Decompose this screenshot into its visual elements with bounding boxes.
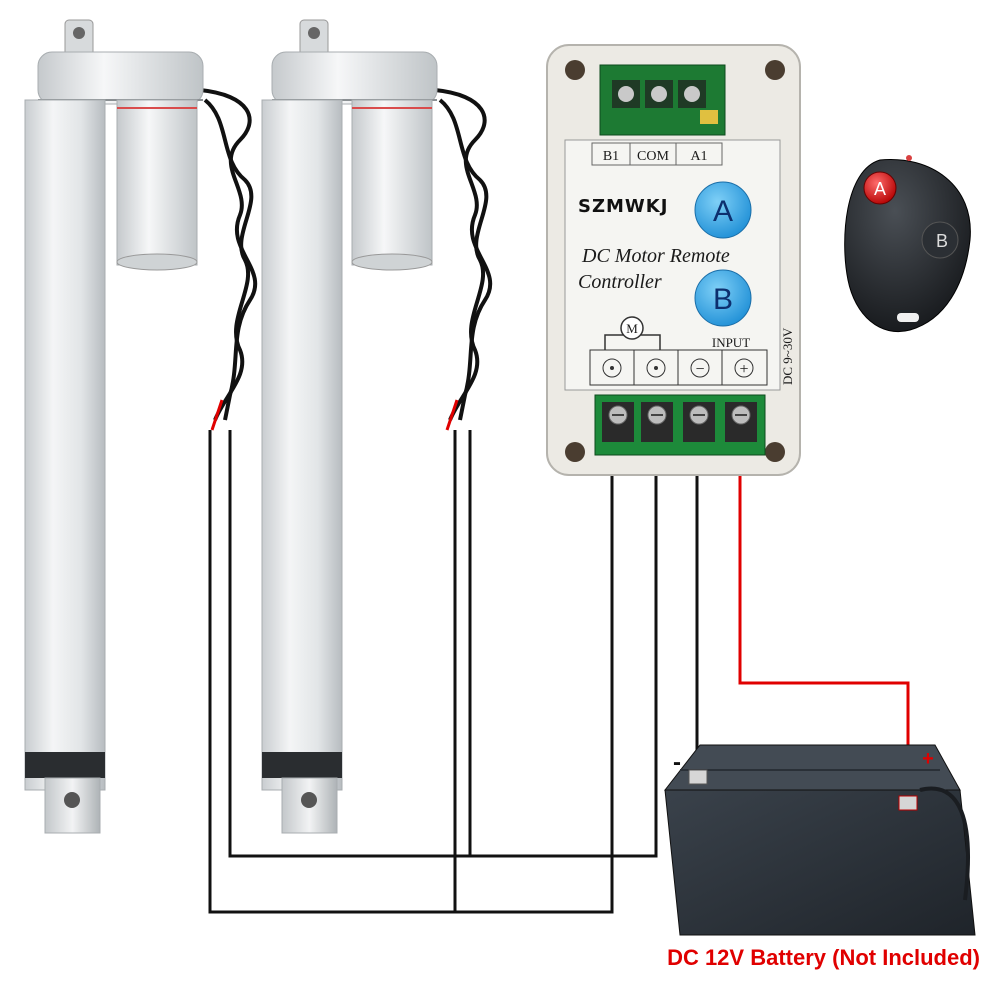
rod-hole-icon [301,792,317,808]
cable-coil-1 [199,88,258,421]
wire-actuator1-b [228,430,472,858]
wire-tip-1 [210,399,224,431]
remote-button-b-label: B [936,231,948,251]
actuator-end-cap [25,752,105,778]
actuator-tube [261,99,343,791]
actuator-motor [351,99,433,266]
controller-button-a-label: A [713,195,733,228]
remote-button-a-label: A [874,179,886,199]
actuator-motor [116,99,198,266]
wire-positive [738,420,910,800]
remote-button-b[interactable]: B [921,221,959,259]
motor-controller: B1 COM A1 SZMWKJ A DC Motor Remote Contr… [546,44,801,476]
actuator-tube [24,99,106,791]
remote-button-a[interactable]: A [863,171,897,205]
voltage-label: DC 9~30V [780,327,795,385]
motor-icon: M [604,316,661,350]
mounting-hole-icon [565,442,585,462]
actuator-gearbox [37,51,204,105]
battery: - + [663,744,976,936]
cable-coil-1b [203,98,254,421]
actuator-gearbox [271,51,438,105]
terminal-label-b1: B1 [603,149,619,164]
rod-hole-icon [64,792,80,808]
cable-coil-2 [434,88,493,421]
controller-button-b[interactable]: B [694,269,752,327]
linear-actuator-2 [261,19,438,834]
wire-to-terminal-a1 [470,415,658,858]
motor-symbol-label: M [626,321,638,336]
wire-to-terminal-b1 [455,415,614,914]
remote-fob: A B [844,155,971,332]
actuator-end-cap [262,752,342,778]
input-minus-symbol: − [695,361,704,378]
controller-title-line2: Controller [578,271,662,293]
screw-terminal-icon [641,402,673,442]
screw-terminal-icon [602,402,634,442]
cable-coil-2b [438,98,489,421]
brand-name: SZMWKJ [578,196,668,217]
battery-minus-label: - [673,749,681,776]
terminal-label-a1: A1 [690,149,707,164]
mount-hole-icon [73,27,85,39]
mounting-hole-icon [565,60,585,80]
screw-terminal-icon [725,402,757,442]
linear-actuator-1 [24,19,204,834]
controller-button-b-label: B [713,283,733,316]
battery-caption: DC 12V Battery (Not Included) [667,945,980,970]
battery-plus-label: + [922,748,934,770]
controller-button-a[interactable]: A [694,181,752,239]
battery-icon [664,789,976,936]
controller-title-line1: DC Motor Remote [581,245,730,267]
wiring [199,88,910,914]
mounting-hole-icon [765,60,785,80]
battery-terminal-positive [898,795,918,811]
mounting-hole-icon [765,442,785,462]
actuator-rod [281,777,338,834]
mount-hole-icon [308,27,320,39]
wire-actuator1-a [208,430,457,914]
label-plate [564,139,781,391]
input-label: INPUT [712,335,750,350]
screw-terminal-icon [683,402,715,442]
input-plus-symbol: + [739,361,748,378]
keyring-slot [897,313,919,322]
wire-tip-2 [445,399,459,431]
battery-terminal-negative [688,769,708,785]
terminal-label-com: COM [637,149,669,164]
